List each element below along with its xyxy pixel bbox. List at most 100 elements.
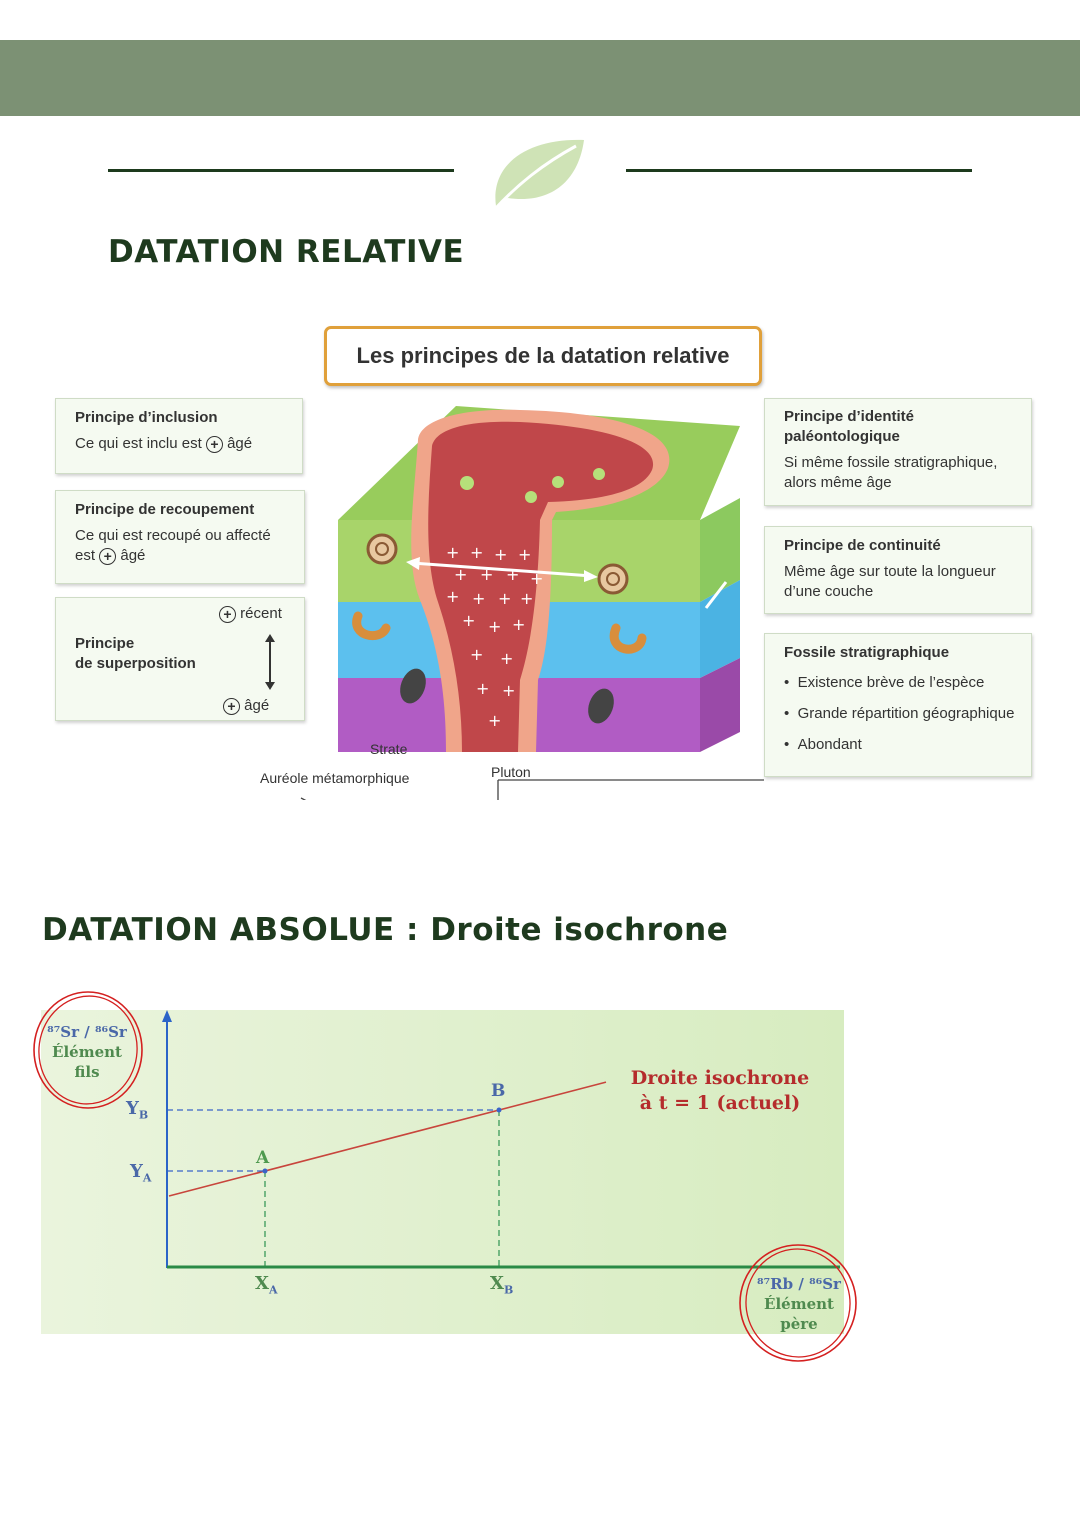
principle-recoupement-box: Principe de recoupement Ce qui est recou… [55,490,305,584]
tick-label-xa: XA [255,1273,278,1297]
principle-inclusion-box: Principe d’inclusion Ce qui est inclu es… [55,398,303,474]
trilobite-icon [400,668,426,704]
header-rule-left [108,169,454,172]
superposition-title-1: Principe [75,635,135,652]
section-heading-relative: DATATION RELATIVE [108,234,465,270]
svg-text:+: + [472,589,485,608]
principle-superposition-box: Principe de superposition + récent + âgé [55,597,305,721]
svg-text:+: + [498,589,511,608]
recoupement-age: âgé [120,547,146,564]
svg-text:+: + [502,681,515,700]
superposition-recent: récent [240,605,282,622]
principle-continuite-box: Principe de continuité Même âge sur tout… [764,526,1032,614]
header-bar [0,40,1080,116]
inclusion-age: âgé [227,435,253,452]
fossile-list: • Existence brève de l’espèce • Grande r… [784,673,1031,755]
svg-text:+: + [520,589,533,608]
isochrone-label: Droite isochrone à t = 1 (actuel) [610,1066,830,1116]
svg-text:+: + [470,543,483,562]
tick-label-xb: XB [490,1273,514,1297]
continuity-arrow [411,561,593,578]
section-heading-absolue: DATATION ABSOLUE : Droite isochrone [42,912,729,948]
ammonite-icon [366,533,398,565]
x-axis-label-3: père [780,1315,818,1333]
geology-block-diagram: ++++ ++++ ++++ +++ ++ +++ [300,406,764,800]
continuity-arrow-side [704,581,728,609]
label-aureole: Auréole métamorphique [260,770,410,786]
recoupement-title: Principe de recoupement [75,501,255,518]
recoupement-line1: Ce qui est recoupé ou affecté [75,527,271,544]
svg-text:+: + [470,645,483,664]
svg-text:+: + [494,545,507,564]
superposition-title-2: de superposition [75,655,196,672]
tick-label-yb: YB [126,1098,149,1122]
identite-title-2: paléontologique [784,428,900,445]
tick-label-ya: YA [130,1161,152,1185]
list-item: • Abondant [784,736,862,753]
svg-text:+: + [512,615,525,634]
worm-fossil-icon [352,611,391,641]
y-axis-label: ⁸⁷Sr / ⁸⁶Sr Élément fils [40,1022,134,1082]
pluton [428,421,654,752]
continuite-text-1: Même âge sur toute la longueur [784,563,996,580]
y-axis-label-1: ⁸⁷Sr / ⁸⁶Sr [47,1023,127,1041]
header-rule-right [626,169,972,172]
x-axis-label-2: Élément [764,1295,834,1313]
x-axis-label-1: ⁸⁷Rb / ⁸⁶Sr [757,1275,841,1293]
plus-circle-icon: + [99,547,117,565]
red-circle-annotation [33,991,143,1109]
fossil-dot [525,491,537,503]
point-a [262,1168,268,1174]
label-pluton: Pluton [491,764,531,780]
y-axis-label-3: fils [74,1063,100,1081]
svg-text:+: + [476,679,489,698]
x-axis-label: ⁸⁷Rb / ⁸⁶Sr Élément père [744,1274,854,1334]
svg-text:+: + [488,617,501,636]
identite-title-1: Principe d’identité [784,408,915,425]
point-label-b: B [491,1081,506,1101]
isochrone-chart-panel [41,1010,844,1334]
isochrone-label-2: à t = 1 (actuel) [639,1092,801,1114]
continuite-text-2: d’une couche [784,583,874,600]
fossil-dot [460,476,474,490]
principle-identite-box: Principe d’identité paléontologique Si m… [764,398,1032,506]
trilobite-icon [588,688,614,724]
leaf-icon [492,139,584,212]
fossile-title: Fossile stratigraphique [784,644,950,661]
leader-lines [300,779,764,800]
svg-text:+: + [500,649,513,668]
identite-text-2: alors même âge [784,474,892,491]
ammonite-icon [597,563,629,595]
inclusion-title: Principe d’inclusion [75,409,218,426]
plus-circle-icon: + [205,435,223,453]
svg-text:+: + [518,545,531,564]
figure-title-box: Les principes de la datation relative [324,326,762,386]
plus-circle-icon: + [223,697,240,715]
isochrone-line [168,1081,607,1197]
superposition-old: âgé [244,697,270,714]
identite-text-1: Si même fossile stratigraphique, [784,454,998,471]
worm-fossil-icon [609,623,647,654]
y-axis-label-2: Élément [52,1043,122,1061]
fossil-dot [552,476,564,488]
svg-text:+: + [454,565,467,584]
red-circle-annotation [739,1244,857,1362]
label-strate: Strate [370,741,408,757]
svg-text:+: + [488,711,501,730]
fossil-dot [593,468,605,480]
svg-text:+: + [446,587,459,606]
side-purple [700,658,740,752]
point-b [496,1107,502,1113]
recoupement-est: est [75,547,96,564]
inclusion-text: Ce qui est inclu est [75,435,202,452]
svg-text:+: + [462,611,475,630]
svg-text:+: + [446,543,459,562]
side-green [700,498,740,602]
figure-title: Les principes de la datation relative [356,343,730,368]
isochrone-label-1: Droite isochrone [630,1067,810,1089]
list-item: • Grande répartition géographique [784,705,1015,722]
point-label-a: A [256,1148,270,1168]
continuite-title: Principe de continuité [784,537,941,554]
plus-circle-icon: + [219,605,236,623]
